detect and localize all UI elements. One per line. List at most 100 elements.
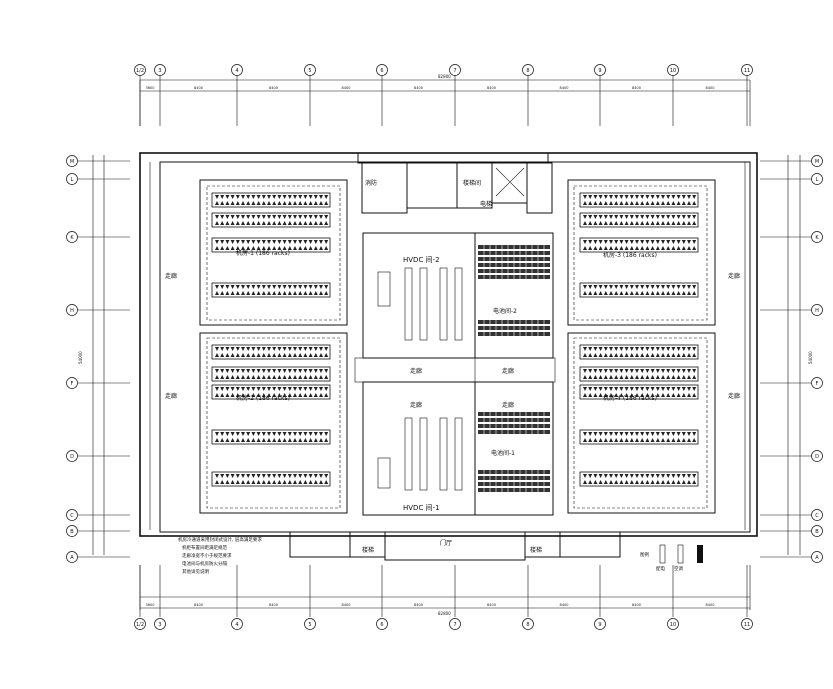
- rack-unit: [593, 221, 598, 225]
- rack-unit: [313, 291, 318, 295]
- rack-unit: [220, 291, 225, 295]
- rack-unit: [681, 375, 686, 379]
- grid-bubble-label: 6: [380, 622, 383, 628]
- rack-unit: [215, 393, 219, 397]
- rack-unit: [645, 246, 650, 250]
- rack-unit: [241, 221, 245, 225]
- rack-unit: [324, 387, 329, 391]
- rack-unit: [661, 353, 665, 357]
- rack-unit: [324, 480, 329, 484]
- grid-bubble: [66, 525, 78, 537]
- rack-unit: [241, 474, 245, 478]
- rack-unit: [676, 201, 681, 205]
- grid-bubble-label: M: [815, 159, 819, 165]
- rack-unit: [681, 201, 686, 205]
- grid-bubble-label: 10: [670, 622, 676, 628]
- rack-unit: [609, 221, 613, 225]
- rack-unit: [235, 432, 240, 436]
- rack-unit: [593, 369, 598, 373]
- rack-unit: [687, 353, 691, 357]
- grid-bubble-label: C: [70, 513, 74, 519]
- rack-unit: [287, 432, 292, 436]
- rack-unit: [287, 240, 292, 244]
- room-label-corridor-west-top: 走廊: [165, 272, 177, 280]
- rack-unit: [687, 201, 691, 205]
- rack-unit: [261, 285, 266, 289]
- rack-unit: [666, 195, 671, 199]
- rack-unit: [277, 195, 282, 199]
- rack-unit: [277, 240, 282, 244]
- rack-unit: [215, 474, 219, 478]
- rack-unit: [666, 240, 671, 244]
- rack-unit: [666, 480, 671, 484]
- dim-segment-label: 8400: [487, 603, 496, 607]
- rack-unit: [261, 246, 266, 250]
- rack-unit: [235, 369, 240, 373]
- rack-unit: [609, 474, 613, 478]
- rack-unit: [251, 221, 256, 225]
- rack-unit: [319, 215, 323, 219]
- grid-bubble: [66, 551, 78, 563]
- rack-unit: [650, 221, 655, 225]
- rack-unit: [215, 387, 219, 391]
- rack-unit: [313, 221, 318, 225]
- rack-unit: [277, 353, 282, 357]
- rack-unit: [650, 432, 655, 436]
- rack-unit: [303, 393, 308, 397]
- rack-unit: [256, 480, 261, 484]
- rack-unit: [666, 221, 671, 225]
- rack-unit: [282, 438, 287, 442]
- rack-unit: [303, 215, 308, 219]
- room-label-hall-3: 机房-3 (186 racks): [603, 251, 657, 259]
- rack-unit: [298, 195, 303, 199]
- rack-unit: [588, 240, 593, 244]
- rack-unit: [308, 480, 313, 484]
- rack-unit: [220, 387, 225, 391]
- rack-unit: [225, 393, 230, 397]
- rack-unit: [624, 375, 629, 379]
- rack-unit: [588, 474, 593, 478]
- rack-unit: [298, 221, 303, 225]
- rack-unit: [313, 369, 318, 373]
- rack-unit: [267, 347, 271, 351]
- note-line: 机柜布置间距满足规范: [182, 544, 227, 551]
- rack-unit: [272, 353, 277, 357]
- rack-unit: [583, 246, 587, 250]
- rack-unit: [303, 291, 308, 295]
- rack-unit: [640, 480, 645, 484]
- rack-unit: [251, 285, 256, 289]
- rack-unit: [671, 246, 676, 250]
- rack-unit: [635, 474, 639, 478]
- rack-unit: [619, 195, 624, 199]
- rack-unit: [692, 480, 697, 484]
- rack-unit: [640, 432, 645, 436]
- rack-unit: [650, 369, 655, 373]
- rack-unit: [272, 438, 277, 442]
- rack-unit: [583, 291, 587, 295]
- rack-unit: [603, 480, 608, 484]
- rack-unit: [609, 215, 613, 219]
- rack-unit: [282, 432, 287, 436]
- rack-unit: [298, 438, 303, 442]
- rack-unit: [645, 215, 650, 219]
- rack-unit: [313, 393, 318, 397]
- rack-unit: [230, 195, 235, 199]
- dim-segment-label: 8400: [194, 603, 203, 607]
- rack-unit: [676, 246, 681, 250]
- rack-unit: [277, 221, 282, 225]
- rack-unit: [287, 201, 292, 205]
- rack-unit: [235, 285, 240, 289]
- rack-unit: [676, 215, 681, 219]
- rack-unit: [676, 353, 681, 357]
- rack-unit: [225, 353, 230, 357]
- rack-unit: [251, 347, 256, 351]
- rack-unit: [650, 393, 655, 397]
- rack-unit: [308, 353, 313, 357]
- rack-unit: [267, 195, 271, 199]
- rack-unit: [583, 195, 587, 199]
- rack-unit: [235, 480, 240, 484]
- rack-unit: [624, 353, 629, 357]
- rack-unit: [220, 246, 225, 250]
- rack-unit: [609, 240, 613, 244]
